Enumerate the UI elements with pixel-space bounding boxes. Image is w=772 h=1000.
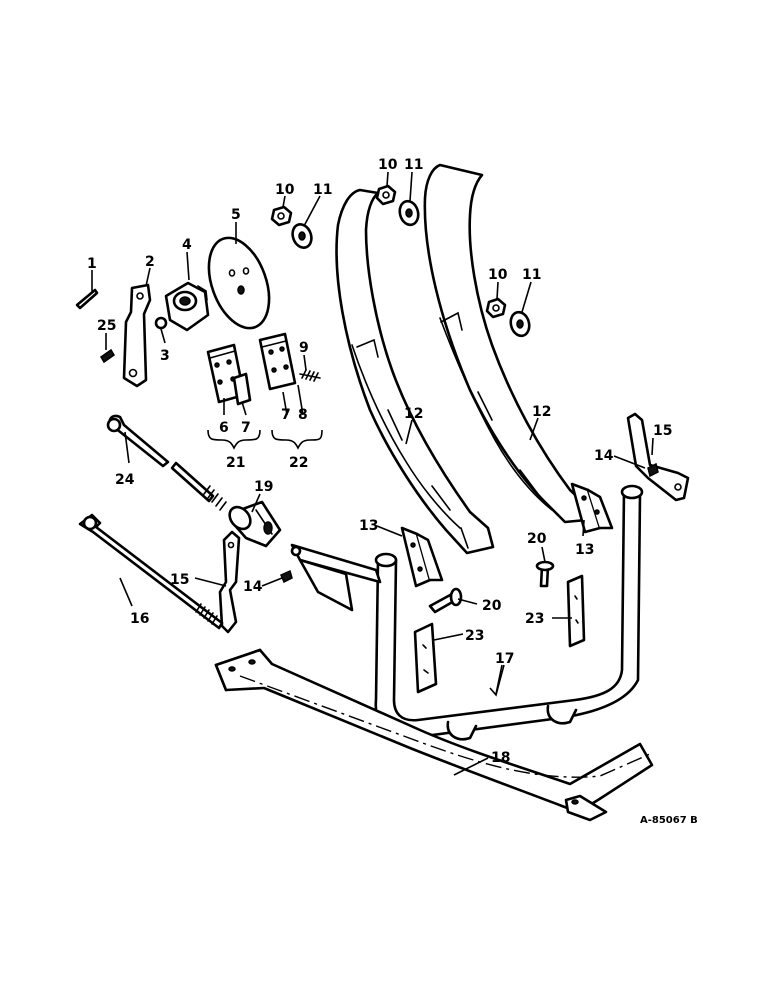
callout-11-b: 11 — [404, 157, 423, 173]
callout-16: 16 — [130, 611, 149, 627]
bolt-part-14-right — [647, 462, 659, 478]
leader-lines — [91, 171, 654, 776]
washer-part-11-c — [509, 310, 531, 338]
callout-2: 2 — [145, 254, 155, 270]
callout-13-b: 13 — [575, 542, 594, 558]
callout-7-b: 7 — [281, 407, 291, 423]
sleeve-part-19 — [228, 500, 282, 548]
disc-part-5 — [207, 236, 271, 330]
drawing-number: A-85067 B — [640, 815, 698, 826]
shank-part-12-left — [335, 188, 495, 555]
arm-part-15-right — [626, 412, 690, 502]
callout-22: 22 — [289, 455, 308, 471]
callout-4: 4 — [182, 237, 192, 253]
bolt-part-20-right — [535, 560, 555, 588]
pin-part-1 — [75, 288, 99, 310]
nut-part-10-a — [270, 205, 293, 227]
callout-8: 8 — [298, 407, 308, 423]
washer-part-11-b — [398, 199, 420, 227]
callout-20-a: 20 — [527, 531, 547, 547]
spring-part-9 — [299, 369, 321, 382]
callout-labels: 1 2 3 4 5 6 7 7 8 9 10 10 10 11 11 11 12… — [87, 157, 698, 826]
callout-15-a: 15 — [170, 572, 189, 588]
callout-12-b: 12 — [532, 404, 551, 420]
callout-7-a: 7 — [241, 420, 251, 436]
bracket-part-13-left — [400, 526, 444, 588]
plate-part-7-8 — [258, 332, 297, 391]
nut-part-10-b — [375, 184, 397, 206]
callout-19: 19 — [254, 479, 273, 495]
callout-13-a: 13 — [359, 518, 378, 534]
bolt-part-25 — [99, 348, 116, 364]
bracket-part-13-right — [570, 482, 614, 534]
plate-part-6-7 — [206, 343, 252, 406]
bolt-part-20-left — [428, 587, 463, 614]
callout-14-b: 14 — [594, 448, 614, 464]
callout-20-b: 20 — [482, 598, 502, 614]
callout-3: 3 — [160, 348, 170, 364]
callout-14-a: 14 — [243, 579, 263, 595]
callout-10-c: 10 — [488, 267, 508, 283]
bolt-part-14-left — [280, 569, 293, 584]
callout-6: 6 — [219, 420, 229, 436]
callout-17: 17 — [495, 651, 514, 667]
callout-11-c: 11 — [522, 267, 541, 283]
beam-part-18 — [214, 648, 654, 822]
plate-part-23-right — [566, 574, 586, 648]
callout-23-a: 23 — [465, 628, 484, 644]
callout-5: 5 — [231, 207, 241, 223]
nut-part-10-c — [485, 297, 507, 319]
brace-group-22 — [271, 429, 323, 450]
callout-21: 21 — [226, 455, 245, 471]
long-rod-part-16 — [78, 513, 224, 630]
washer-part-11-a — [291, 223, 313, 249]
callout-15-b: 15 — [653, 423, 672, 439]
bearing-block-part-4 — [164, 281, 210, 332]
plate-part-23-left — [413, 622, 438, 694]
callout-12-a: 12 — [404, 406, 423, 422]
callout-24: 24 — [115, 472, 135, 488]
arm-part-15-left — [218, 530, 241, 634]
bracket-part-2 — [122, 283, 152, 388]
callout-1: 1 — [87, 256, 97, 272]
brace-group-21 — [207, 429, 261, 450]
callout-9: 9 — [299, 340, 309, 356]
callout-10-a: 10 — [275, 182, 295, 198]
spring-rod — [170, 461, 227, 511]
callout-11-a: 11 — [313, 182, 332, 198]
callout-25: 25 — [97, 318, 116, 334]
callout-18: 18 — [491, 750, 510, 766]
shank-part-12-right — [423, 163, 588, 524]
nut-part-3 — [154, 316, 168, 330]
callout-23-b: 23 — [525, 611, 544, 627]
callout-10-b: 10 — [378, 157, 398, 173]
eye-rod-part-24 — [106, 414, 170, 468]
